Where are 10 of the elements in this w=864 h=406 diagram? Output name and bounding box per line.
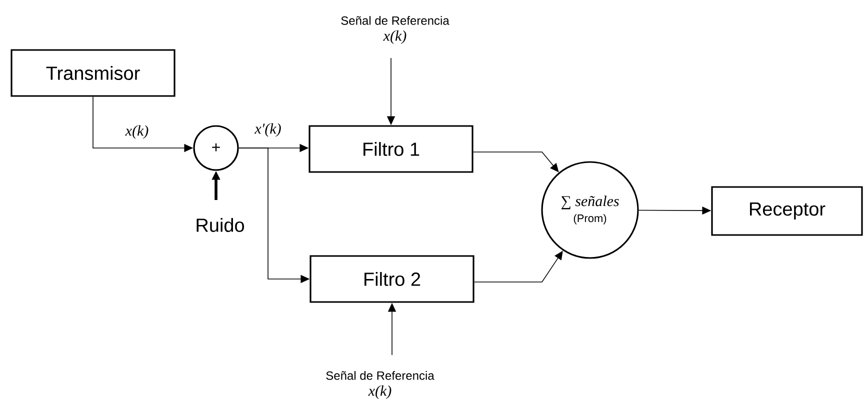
process-box: Receptor [711,186,863,236]
edge-label: x′(k) [254,123,281,137]
process-box: Transmisor [10,49,176,97]
process-box: Filtro 2 [310,255,474,303]
signal-label: Señal de Referencia x(k) [341,16,450,44]
process-box: Filtro 1 [308,125,474,173]
arrow [472,152,559,172]
signal-label: Señal de Referencia x(k) [326,371,434,399]
edge-label: x(k) [125,125,148,139]
signal-label: Ruido [196,218,244,232]
